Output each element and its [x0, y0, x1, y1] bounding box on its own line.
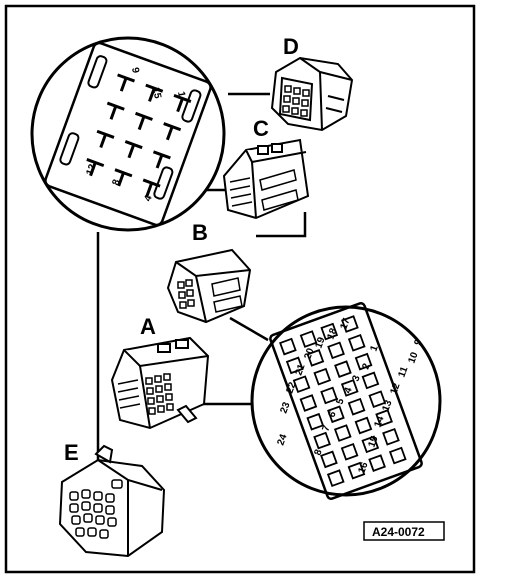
bottom-pin-number: 12 [388, 381, 402, 396]
reference-code: A24-0072 [372, 525, 425, 539]
bottom-pin-number: 3 [350, 374, 362, 383]
bottom-pin-number: 14 [372, 414, 386, 429]
pin-square [347, 397, 366, 416]
bottom-pin-number: 8 [312, 448, 324, 457]
bottom-pin-number: 2 [360, 362, 372, 371]
bottom-pin-number: 1 [368, 344, 380, 353]
pin-square [341, 315, 359, 333]
pin-square [320, 386, 338, 405]
connector-a [110, 336, 210, 430]
pin-square [299, 394, 318, 412]
pin-square [382, 427, 400, 446]
pin-square [299, 330, 318, 348]
bottom-pin-number: 10 [406, 350, 420, 365]
detail-circle-top: 9 15 1 12 8 4 [30, 36, 226, 232]
pin-square [313, 367, 332, 386]
bottom-pin-number: 17 [338, 316, 352, 331]
pin-square [368, 390, 387, 409]
reference-box [363, 521, 445, 541]
pin-square [347, 333, 366, 352]
pin-square [388, 446, 407, 465]
top-pin-number: 12 [84, 162, 98, 177]
top-pin-number: 1 [175, 91, 187, 99]
pin-square [327, 341, 345, 360]
pin-square [354, 416, 373, 435]
top-pin-number: 15 [150, 87, 163, 100]
pin-square [354, 352, 373, 371]
pin-square [361, 371, 380, 390]
pin-square [292, 375, 311, 394]
bottom-pin-number: 4 [342, 386, 354, 395]
bottom-pin-number: 5 [334, 397, 346, 406]
pin-square [279, 337, 297, 356]
connector-c [222, 138, 310, 220]
pin-square [320, 322, 339, 341]
pin-square [340, 379, 359, 397]
bottom-pin-number: 13 [380, 398, 394, 413]
bottom-pin-number: 18 [325, 326, 339, 341]
pin-square [368, 454, 386, 472]
connector-e [58, 444, 166, 558]
bottom-pin-number: 9 [412, 338, 424, 347]
pin-square [361, 435, 380, 454]
pin-square [313, 431, 331, 450]
top-pin-face [44, 41, 212, 227]
bottom-pin-number: 24 [275, 432, 289, 447]
pin-square [333, 424, 352, 442]
bottom-pin-number: 22 [284, 380, 298, 395]
bottom-pin-number: 6 [326, 410, 338, 419]
pin-square [347, 461, 366, 480]
pin-square [327, 405, 345, 424]
pin-square [334, 360, 352, 378]
bottom-pin-number: 16 [356, 460, 370, 475]
bottom-pin-number: 21 [293, 362, 307, 377]
pin-square [340, 442, 359, 461]
label-e: E [64, 440, 79, 465]
label-b: B [192, 220, 208, 245]
top-pin-number: 9 [129, 67, 141, 75]
bottom-pin-number: 15 [366, 434, 380, 449]
top-pin-number: 4 [142, 194, 154, 203]
top-pin-number: 8 [110, 178, 122, 187]
connector-b [166, 248, 252, 324]
bottom-pin-face [269, 302, 423, 500]
bottom-pin-number: 19 [313, 335, 327, 350]
label-c: C [253, 116, 269, 141]
connector-d [270, 56, 354, 132]
pin-square [306, 412, 325, 431]
pin-square [375, 409, 393, 427]
pin-square [326, 469, 345, 487]
pin-square [285, 356, 304, 375]
bottom-pin-number: 23 [278, 400, 292, 415]
label-a: A [140, 314, 156, 339]
label-d: D [283, 34, 299, 59]
outer-frame [4, 4, 476, 574]
pin-square [320, 450, 338, 469]
bottom-pin-number: 7 [320, 424, 332, 433]
bottom-pin-number: 11 [396, 365, 410, 379]
pin-square [306, 349, 325, 367]
bottom-pin-number: 20 [302, 346, 316, 361]
